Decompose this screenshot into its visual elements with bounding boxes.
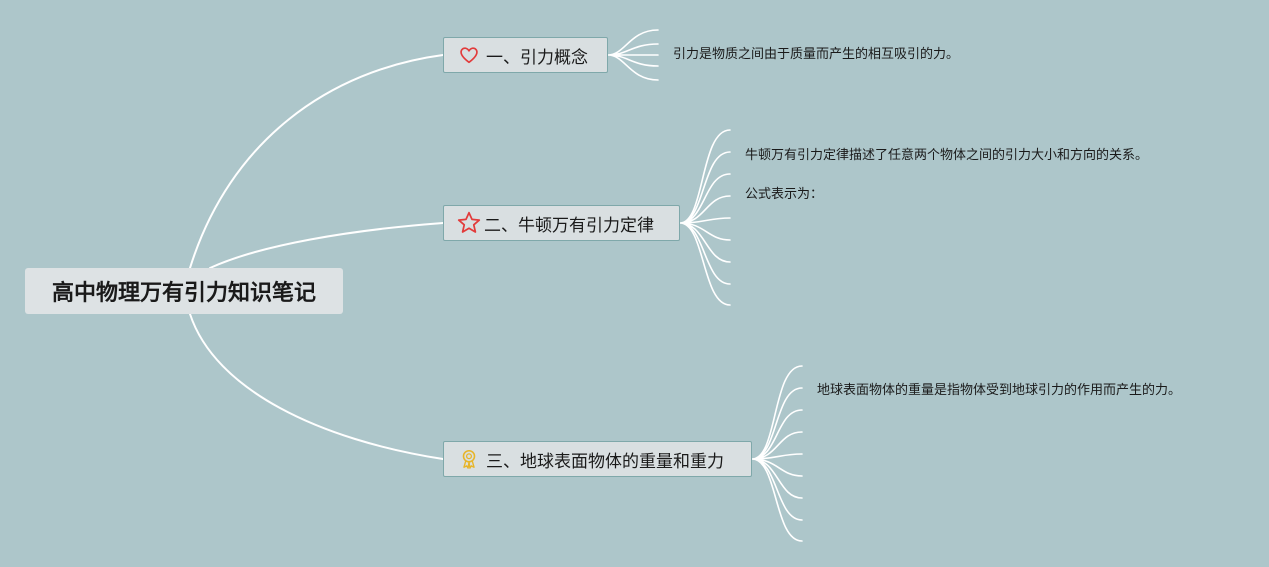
root-topic[interactable]: 高中物理万有引力知识笔记 (25, 268, 343, 314)
note-branch2-1[interactable]: 牛顿万有引力定律描述了任意两个物体之间的引力大小和方向的关系。 (745, 148, 1149, 163)
medal-icon (462, 449, 476, 469)
fan-branch1 (607, 29, 659, 81)
note-branch3-1[interactable]: 地球表面物体的重量是指物体受到地球引力的作用而产生的力。 (817, 383, 1182, 398)
note-branch2-2[interactable]: 公式表示为： (745, 187, 824, 202)
branch-label: 二、牛顿万有引力定律 (484, 215, 654, 236)
fan-branch2 (679, 129, 731, 306)
note-branch1-1[interactable]: 引力是物质之间由于质量而产生的相互吸引的力。 (673, 47, 960, 62)
root-title: 高中物理万有引力知识笔记 (51, 281, 316, 306)
fan-branch3 (751, 365, 803, 542)
branch-label: 一、引力概念 (486, 47, 588, 68)
connector-root-branch1 (189, 54, 444, 269)
connector-root-branch2 (209, 222, 444, 269)
connector-root-branch3 (189, 313, 444, 460)
branch-topic-1[interactable]: 一、引力概念 (443, 37, 608, 73)
heart-icon (460, 47, 478, 64)
branch-label: 三、地球表面物体的重量和重力 (486, 451, 724, 472)
star-icon (457, 211, 481, 233)
branch-topic-2[interactable]: 二、牛顿万有引力定律 (443, 205, 680, 241)
branch-topic-3[interactable]: 三、地球表面物体的重量和重力 (443, 441, 752, 477)
